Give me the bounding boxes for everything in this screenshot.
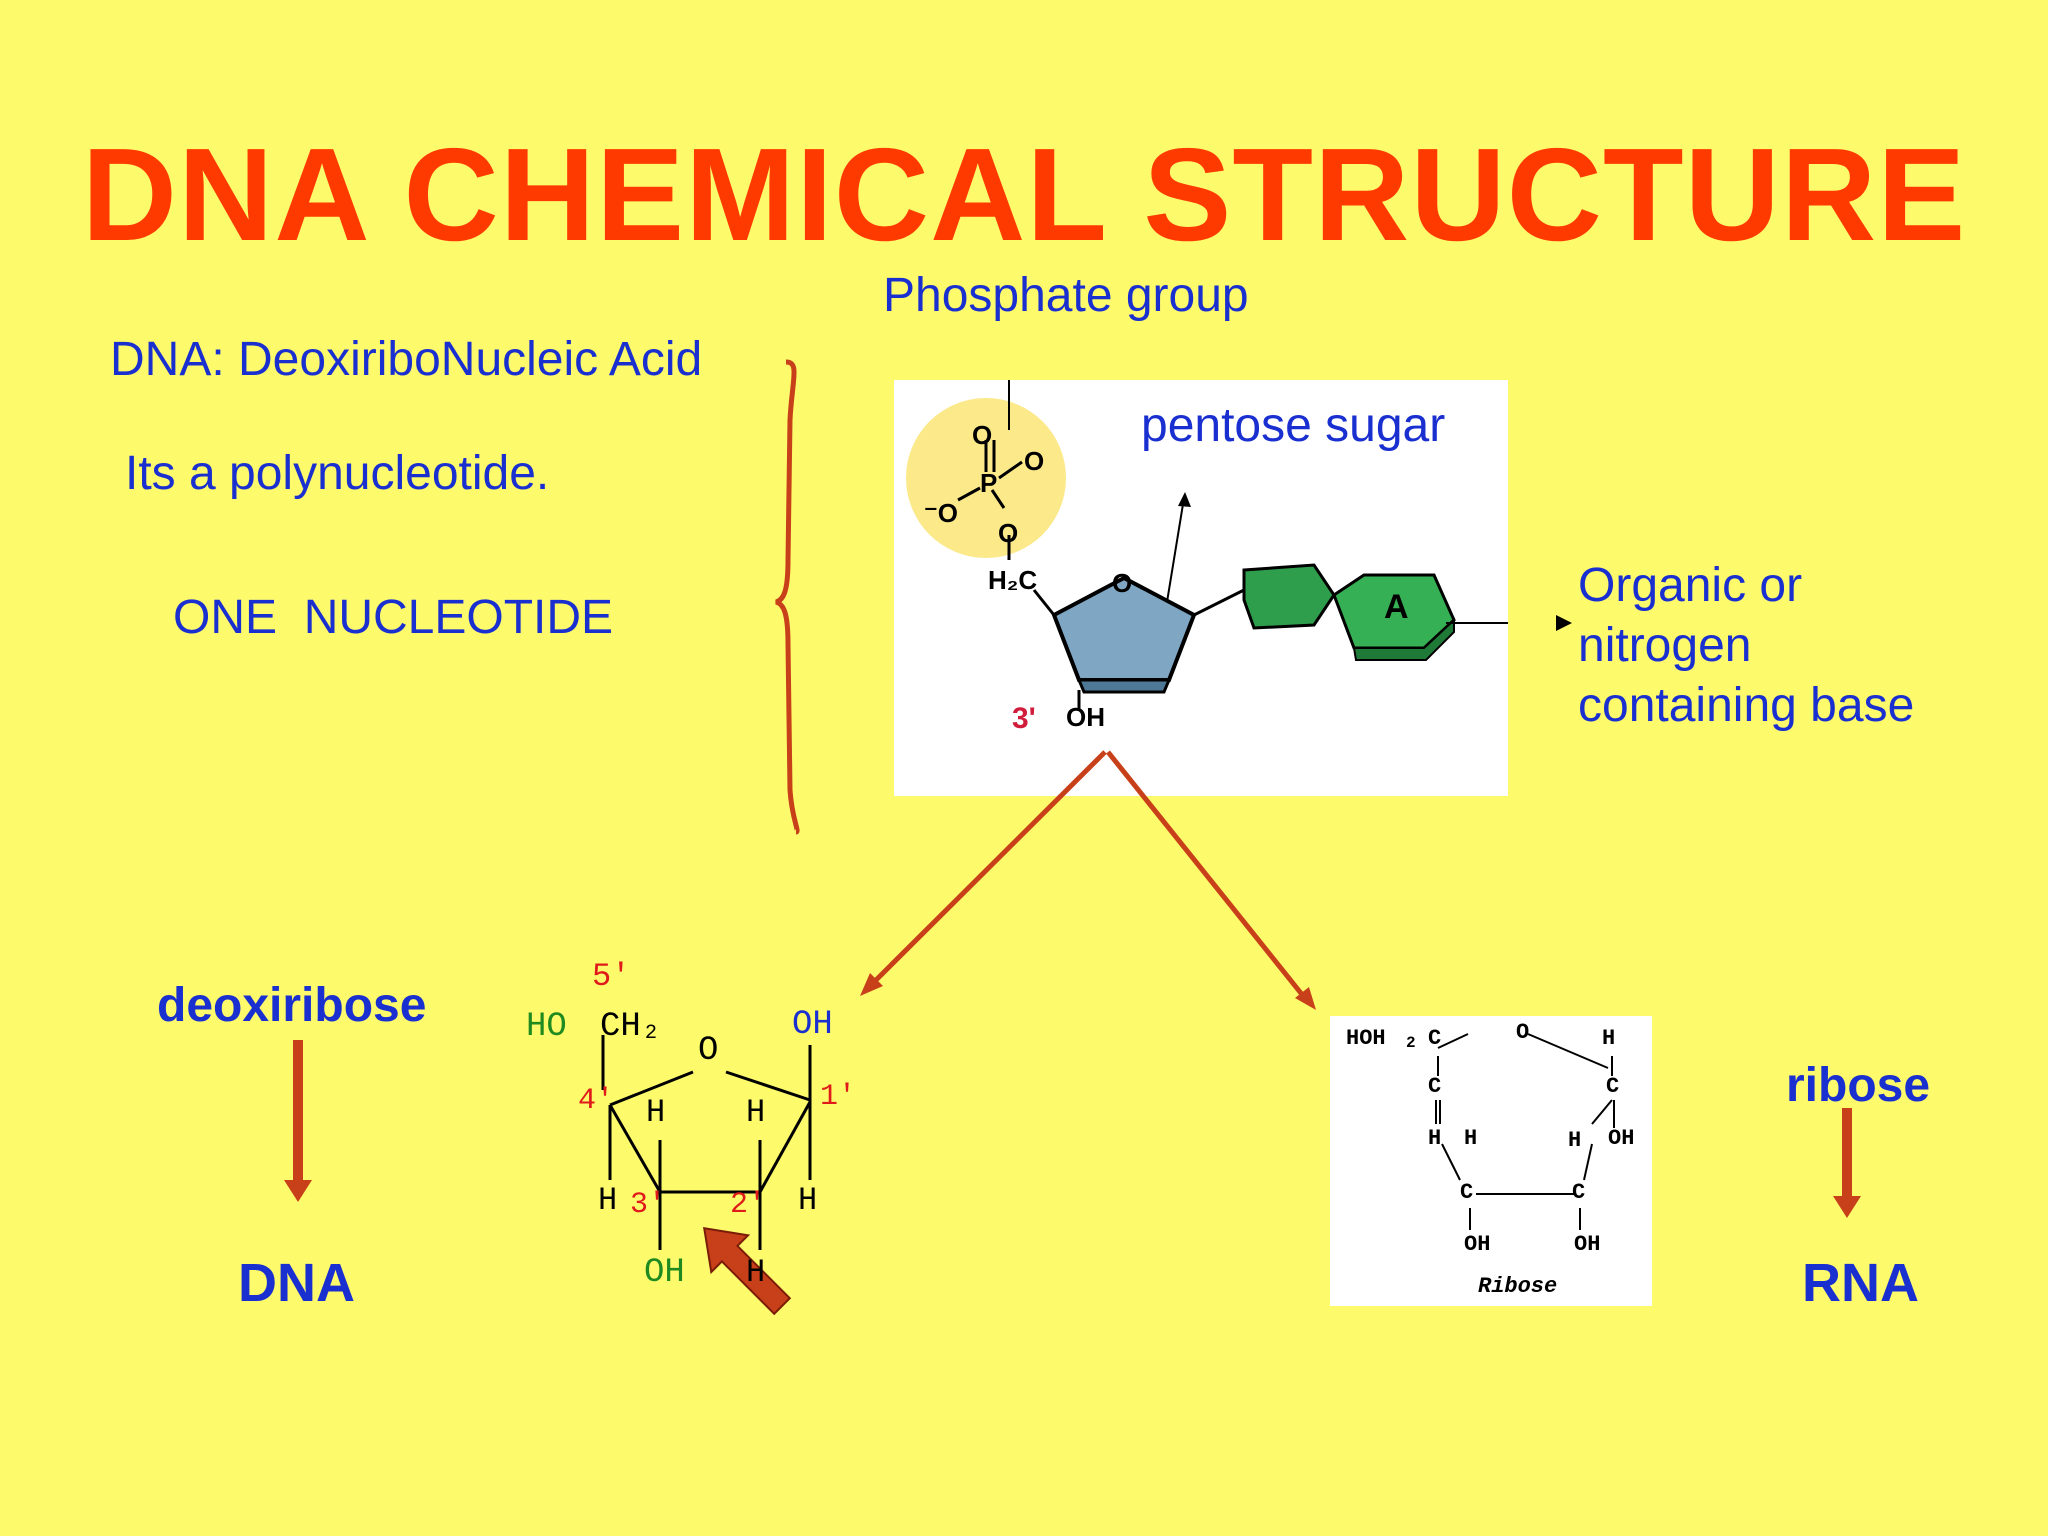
nucleotide-diagram: O O P ⁻O O H₂C O 3' OH A bbox=[894, 380, 1508, 796]
h-label-4: H bbox=[598, 1182, 618, 1219]
phosphate-p: P bbox=[980, 468, 998, 498]
ribose-c4: C bbox=[1428, 1074, 1442, 1099]
h-label-1: H bbox=[798, 1182, 818, 1219]
ribose-oh1: OH bbox=[1608, 1126, 1635, 1151]
oh-top-label: OH bbox=[792, 1006, 833, 1044]
h-label-2: H bbox=[746, 1094, 766, 1131]
nucleotide-brace bbox=[775, 359, 800, 835]
one-nucleotide-text: ONE NUCLEOTIDE bbox=[173, 591, 614, 644]
ribose-c2: C bbox=[1572, 1180, 1586, 1205]
ribose-h4: H bbox=[1428, 1126, 1442, 1151]
polynucleotide-text: Its a polynucleotide. bbox=[125, 447, 550, 500]
phosphate-circle bbox=[906, 398, 1066, 558]
three-prime-label: 3' bbox=[1012, 702, 1036, 735]
deoxyribose-pointer-arrow bbox=[703, 1227, 792, 1316]
phosphate-o-bottom: O bbox=[998, 518, 1019, 548]
phosphate-o-right: O bbox=[1024, 446, 1045, 476]
phosphate-group-label: Phosphate group bbox=[883, 269, 1249, 322]
base-label-line-2: nitrogen bbox=[1578, 619, 1752, 672]
phosphate-o-top: O bbox=[972, 420, 993, 450]
ribose-oh2: OH bbox=[1574, 1232, 1601, 1257]
slide-title: DNA CHEMICAL STRUCTURE bbox=[81, 121, 1967, 268]
base-arrow-head bbox=[1556, 615, 1572, 631]
dna-definition: DNA: DeoxiriboNucleic Acid bbox=[110, 333, 703, 386]
h-label-2-bottom: H bbox=[746, 1254, 766, 1291]
ribose-diagram: HOH 2 C O H C C H H H OH C C OH OH Ribos… bbox=[1330, 1016, 1652, 1306]
pentose-ring bbox=[1051, 575, 1197, 682]
three-prime-ring-label: 3' bbox=[630, 1188, 667, 1222]
ribose-c5: C bbox=[1428, 1026, 1442, 1051]
oh-bottom-label: OH bbox=[644, 1254, 685, 1292]
one-prime-label: 1' bbox=[820, 1080, 857, 1114]
ribose-c1: C bbox=[1606, 1074, 1620, 1099]
ribose-h-top: H bbox=[1602, 1026, 1616, 1051]
ribose-oh3: OH bbox=[1464, 1232, 1491, 1257]
deoxy-ring-o: O bbox=[698, 1032, 719, 1070]
ch2-label: CH₂ bbox=[600, 1008, 662, 1046]
h2c-label: H₂C bbox=[988, 565, 1038, 595]
hoh-subscript: 2 bbox=[1406, 1034, 1416, 1052]
oh-label: OH bbox=[1066, 702, 1105, 732]
pentose-sugar-label: pentose sugar bbox=[1141, 399, 1446, 452]
ribose-label: ribose bbox=[1786, 1059, 1931, 1112]
two-prime-label: 2' bbox=[730, 1188, 767, 1222]
nucleotide-drawing bbox=[906, 380, 1508, 710]
base-letter: A bbox=[1384, 588, 1409, 626]
base-label-line-1: Organic or bbox=[1578, 559, 1803, 612]
ho-label: HO bbox=[526, 1008, 567, 1046]
ribose-h1: H bbox=[1568, 1128, 1582, 1153]
ribose-h3: H bbox=[1464, 1126, 1478, 1151]
dna-product-label: DNA bbox=[238, 1253, 355, 1313]
phosphate-o-minus: ⁻O bbox=[924, 498, 958, 528]
base-label-line-3: containing base bbox=[1578, 679, 1915, 732]
four-prime-label: 4' bbox=[578, 1084, 615, 1118]
h-label-3: H bbox=[646, 1094, 666, 1131]
hoh-label: HOH bbox=[1346, 1026, 1386, 1051]
ring-o-label: O bbox=[1112, 568, 1133, 598]
ribose-c3: C bbox=[1460, 1180, 1474, 1205]
sugar-arrow bbox=[1166, 497, 1185, 603]
deoxyribose-label: deoxiribose bbox=[157, 979, 427, 1032]
base-ring-small bbox=[1242, 563, 1336, 630]
ribose-caption: Ribose bbox=[1478, 1274, 1558, 1299]
ribose-ring-o: O bbox=[1516, 1020, 1530, 1045]
rna-product-label: RNA bbox=[1802, 1253, 1919, 1313]
ribose-ring-bonds bbox=[1435, 1033, 1615, 1230]
five-prime-label: 5' bbox=[592, 958, 631, 995]
